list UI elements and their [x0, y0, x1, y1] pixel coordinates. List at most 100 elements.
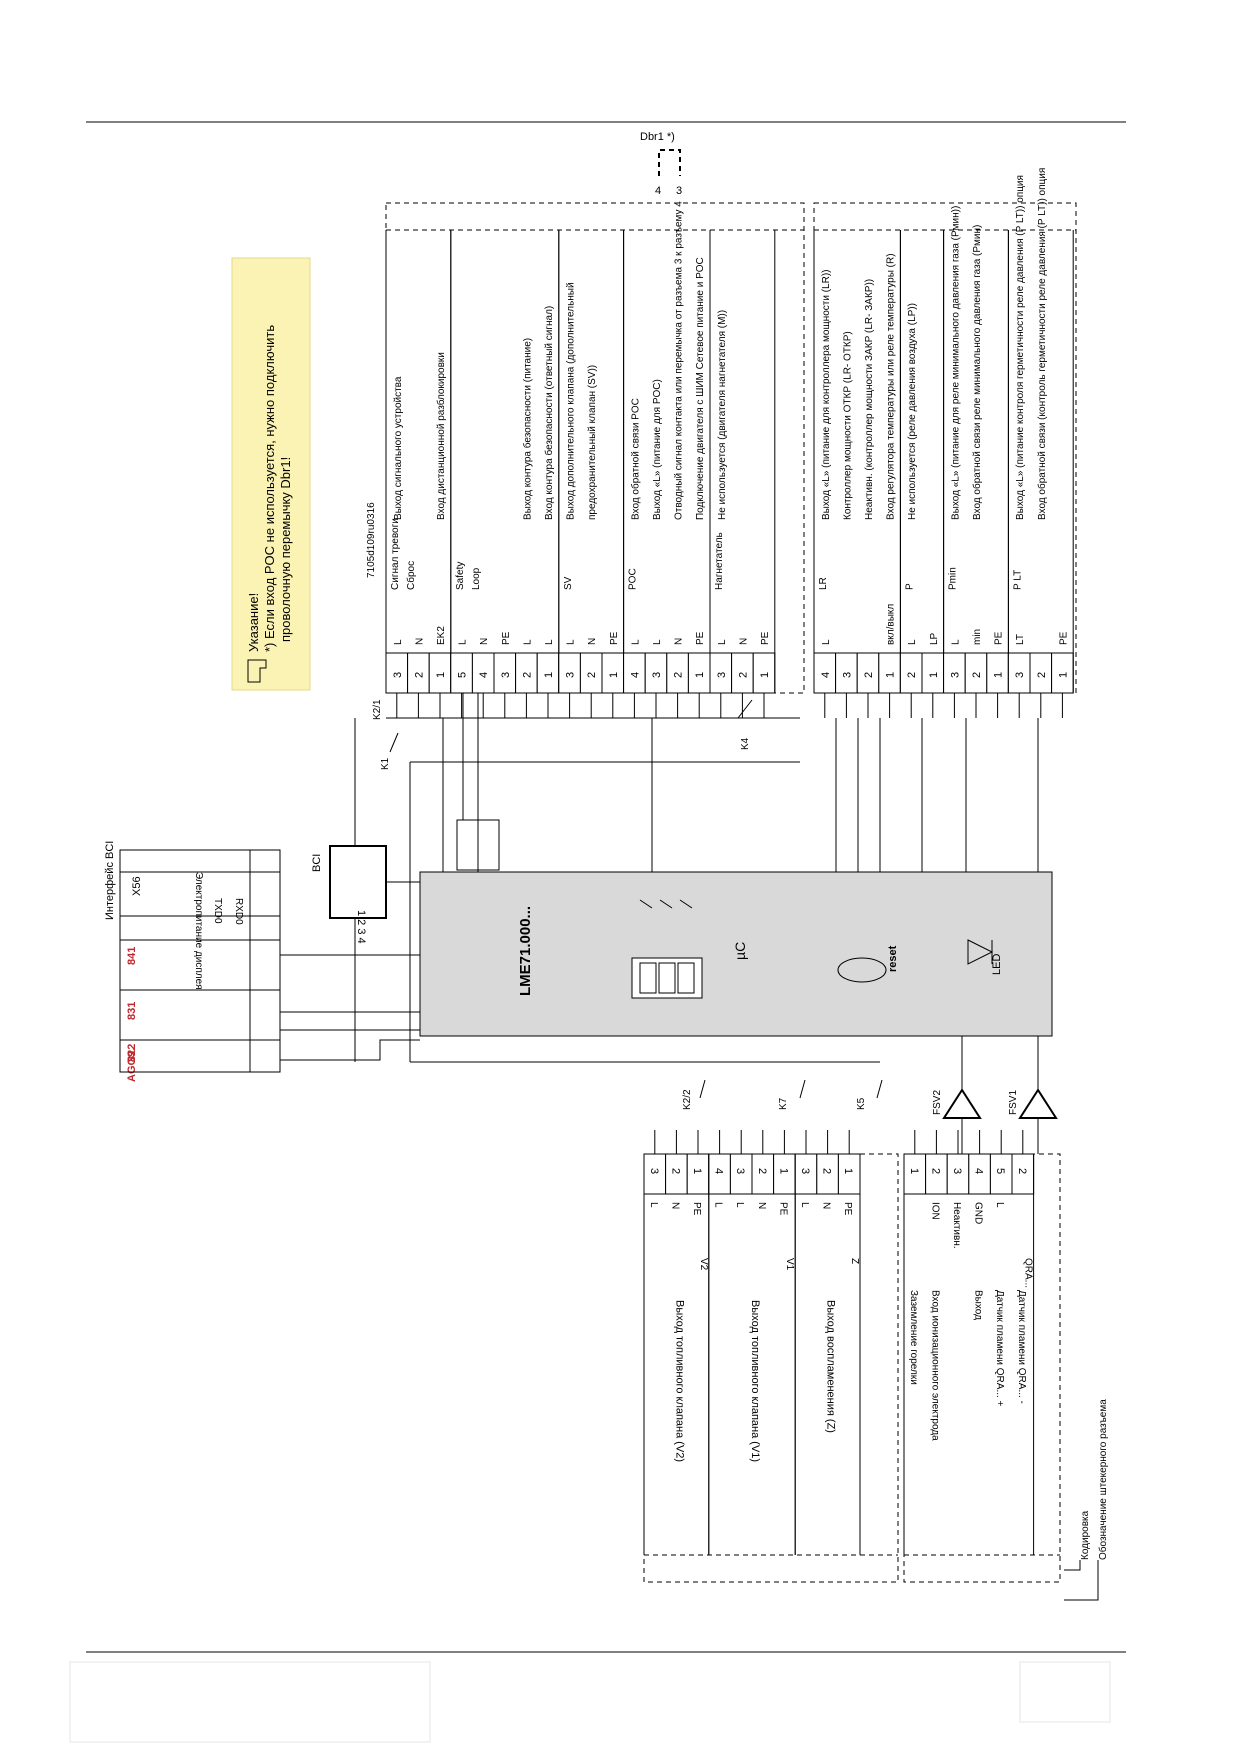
controller-model: LME71.000...: [517, 906, 534, 996]
pin-number: 3: [565, 672, 577, 678]
fsv-amplifiers: FSV2 FSV1: [932, 1036, 1058, 1154]
terminal-description: Выход воспламенения (Z): [825, 1300, 837, 1433]
terminal-description: Контроллер мощности ОТКР (LR- ОТКР): [842, 331, 853, 520]
pin-number: 4: [820, 672, 832, 678]
pin-number: 4: [478, 672, 490, 678]
terminal-label: L: [821, 639, 832, 645]
pin-number: 5: [457, 672, 469, 678]
terminal-label: L: [907, 639, 918, 645]
pin-number: 1: [928, 672, 940, 678]
terminal-label: L: [630, 639, 641, 645]
pin-number: 1: [1057, 672, 1069, 678]
pin-number: 1: [691, 1168, 703, 1174]
pin-number: 1: [759, 672, 771, 678]
fsv2-icon: [942, 1088, 982, 1119]
pin-number: 4: [973, 1168, 985, 1174]
terminal-label: N: [414, 638, 425, 645]
terminal-label: PE: [760, 631, 771, 645]
bci-jack-pins: 1 2 3 4: [355, 910, 367, 944]
terminal-label: PE: [994, 631, 1005, 645]
pin-number: 1: [885, 672, 897, 678]
pin-number: 2: [756, 1168, 768, 1174]
terminal-label: N: [738, 638, 749, 645]
pin-number: 1: [993, 672, 1005, 678]
note-title: Указание!: [246, 593, 261, 652]
terminal-label: L: [950, 639, 961, 645]
terminal-label: GND: [973, 1202, 984, 1224]
led-label: LED: [991, 954, 1003, 975]
note-line1: *) Если вход POC не используется, нужно …: [262, 325, 277, 652]
device-icon-label: QRA...: [1023, 1258, 1034, 1288]
terminal-description: Заземление горелки: [908, 1290, 919, 1385]
pin-number: 3: [500, 672, 512, 678]
terminal-label: PE: [695, 631, 706, 645]
terminal-description: Не используется (реле давления воздуха (…: [907, 303, 918, 520]
pin-number: 4: [629, 672, 641, 678]
terminal-description: Вход обратной связи (контроль герметично…: [1036, 168, 1048, 520]
jumper-label: Dbr1 *): [640, 131, 675, 143]
pin-number: 2: [737, 672, 749, 678]
terminal-label: PE: [842, 1202, 853, 1216]
terminal-label: LT: [1015, 634, 1026, 645]
device-icon-label: P: [904, 583, 915, 590]
device-icon-label: Сигнал тревоги: [390, 518, 401, 590]
footer-stamp-right: [1019, 1661, 1111, 1723]
terminal-label: N: [821, 1202, 832, 1209]
terminal-description: Выход «L» (питание для POC): [652, 379, 663, 520]
terminal-description: Выход дополнительного клапана (дополните…: [566, 282, 577, 520]
terminal-label: N: [756, 1202, 767, 1209]
pin-number: 2: [971, 672, 983, 678]
contact-k21: K2/1: [372, 699, 383, 720]
reset-button-icon: [837, 957, 887, 983]
terminal-description: Выход: [973, 1290, 984, 1320]
reset-label: reset: [887, 945, 899, 972]
top-connector-group: 3 L Выход «L» (питание для реле минимально…: [943, 206, 1009, 718]
fsv1-icon: [1018, 1088, 1058, 1119]
terminal-description: Вход обратной связи POC: [629, 398, 641, 520]
terminal-description: Вход регулятора температуры или реле тем…: [886, 253, 897, 520]
agg9-blocks: AGG9. 841 831 822: [119, 915, 420, 1082]
agg-label: AGG9.: [126, 1048, 138, 1082]
bci-x56: X56: [131, 876, 143, 896]
bci-rxd: RXD0: [233, 898, 244, 925]
led-icon: [967, 939, 994, 965]
terminal-description: Подключение двигателя с ШИМ Сетевое пита…: [695, 257, 706, 520]
controller-lme71: LME71.000... µC reset LED: [419, 871, 1053, 1037]
bci-power: Электропитание дисплея: [193, 872, 204, 990]
terminal-label: L: [544, 639, 555, 645]
agg-block-841: 841: [126, 947, 138, 965]
terminal-description: Выход «L» (питание для реле минимального…: [950, 206, 961, 520]
terminal-label: L: [799, 1202, 810, 1208]
device-icon-label: Safety: [455, 562, 466, 590]
bottom-frame-right: [903, 1153, 1061, 1583]
terminal-label: ION: [929, 1202, 940, 1220]
pin-number: 3: [841, 672, 853, 678]
bottom-frame-left: [643, 1153, 899, 1583]
note-line2: проволочную перемычку Dbr1!: [278, 457, 293, 642]
pin-number: 3: [949, 672, 961, 678]
device-icon-label: Z: [849, 1258, 860, 1264]
pin-number: 4: [713, 1168, 725, 1174]
pin-number: 2: [929, 1168, 941, 1174]
device-icon-label: LR: [818, 577, 829, 590]
device-icon-label: SV: [563, 576, 574, 590]
device-icon-label: Loop: [471, 567, 482, 590]
device-icon-label: V2: [698, 1258, 709, 1271]
bci-label: BCI: [311, 854, 323, 872]
terminal-label: N: [674, 638, 685, 645]
footer-stamp-left: [69, 1661, 431, 1743]
jumper-dbr1: Dbr1 *) 4 3: [640, 131, 682, 197]
terminal-description: Выход контура безопасности (питание): [521, 338, 533, 520]
terminal-description: Датчик пламени QRA... -: [1016, 1290, 1027, 1404]
terminal-label: L: [522, 639, 533, 645]
terminal-description: Выход «L» (питание контроля герметичност…: [1015, 175, 1026, 520]
terminal-description: Вход ионизационного электрода: [929, 1290, 940, 1441]
terminal-label: L: [648, 1202, 659, 1208]
